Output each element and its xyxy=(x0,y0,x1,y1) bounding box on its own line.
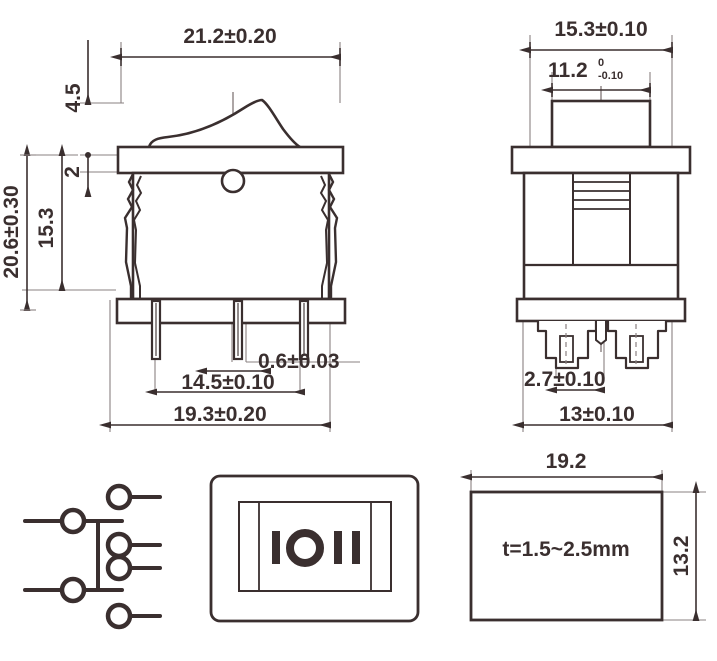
dim-body-height: 15.3 xyxy=(35,144,66,291)
dim-label-pin-offset: 2.7±0.10 xyxy=(524,368,606,391)
dim-label-pin-pitch: 14.5±0.10 xyxy=(181,371,274,394)
dim-label-bezel-thickness: 2 xyxy=(61,166,84,178)
face-view xyxy=(209,474,420,623)
terminal-lug-left-slot xyxy=(559,335,574,363)
dim-pin-pitch: 14.5±0.10 xyxy=(145,371,305,396)
mounting-barb-right xyxy=(327,173,339,299)
side-rocker-cap xyxy=(550,99,652,149)
dim-total-height: 20.6±0.30 xyxy=(0,144,36,311)
cutout-rectangle xyxy=(469,490,664,622)
dim-body-depth: 13±0.10 xyxy=(512,403,673,429)
dim-label-cutout-width: 19.2 xyxy=(546,450,587,473)
rocker-cap-profile xyxy=(147,98,302,149)
dim-label-body-width: 19.3±0.20 xyxy=(173,403,266,426)
dim-cutout-width: 19.2 xyxy=(460,450,663,481)
dim-label-width-overall: 21.2±0.20 xyxy=(183,25,276,48)
circuit-terminal-a2 xyxy=(59,576,87,604)
terminal-pins xyxy=(150,299,310,361)
dim-pin-width: 0.6±0.03 xyxy=(195,350,360,375)
marking-II-second xyxy=(352,531,360,564)
dim-bezel-thickness: 2 xyxy=(61,155,92,197)
circuit-terminals xyxy=(59,483,133,630)
dim-label-body-height: 15.3 xyxy=(35,208,58,249)
mounting-barb-left xyxy=(123,173,135,299)
dim-cutout-height: 13.2 xyxy=(670,481,700,621)
dim-pin-offset: 2.7±0.10 xyxy=(524,368,606,394)
dim-label-body-depth: 13±0.10 xyxy=(559,403,635,426)
pivot-circle xyxy=(220,168,246,194)
side-center-notch xyxy=(595,321,607,346)
marking-I xyxy=(272,531,280,564)
dim-label-cap-width-tol-lower: -0.10 xyxy=(598,70,623,82)
dim-body-width: 19.3±0.20 xyxy=(99,403,331,429)
circuit-terminal-b4 xyxy=(105,602,133,630)
circuit-schematic xyxy=(23,483,162,630)
dim-label-cap-width: 11.2 xyxy=(548,59,588,82)
circuit-wires xyxy=(23,495,162,618)
side-terminal-base xyxy=(515,297,687,323)
marking-O xyxy=(286,529,324,567)
side-switch-body xyxy=(522,171,680,301)
dim-label-cap-width-tol-upper: 0 xyxy=(598,57,604,69)
dim-label-cap-height: 4.5 xyxy=(62,83,85,113)
circuit-terminal-a1 xyxy=(59,507,87,535)
mounting-barb-left-inner xyxy=(132,175,143,299)
terminal-lug-right-slot xyxy=(629,335,644,363)
circuit-terminal-b2 xyxy=(105,531,133,559)
marking-II-first xyxy=(334,531,342,564)
dim-bezel-width: 15.3±0.10 xyxy=(519,18,673,58)
dim-label-total-height: 20.6±0.30 xyxy=(0,185,23,278)
dim-cap-width: 11.2 0 -0.10 xyxy=(541,57,651,97)
circuit-terminal-b3 xyxy=(105,554,133,582)
dim-width-overall: 21.2±0.20 xyxy=(110,25,341,66)
front-view: 21.2±0.20 4.5 2 15.3 20.6±0.30 xyxy=(0,25,360,432)
bezel-flange xyxy=(116,145,345,175)
circuit-terminal-b1 xyxy=(105,483,133,511)
dim-label-cutout-height: 13.2 xyxy=(670,536,693,577)
mounting-barb-right-inner xyxy=(319,175,330,299)
cutout-thickness-note: t=1.5~2.5mm xyxy=(502,538,629,561)
face-rocker-plate xyxy=(238,501,392,592)
side-bezel-flange xyxy=(510,145,692,175)
dim-label-bezel-width: 15.3±0.10 xyxy=(554,18,647,41)
dim-label-pin-width: 0.6±0.03 xyxy=(258,350,340,373)
panel-cutout-view: t=1.5~2.5mm 19.2 13.2 xyxy=(460,450,706,622)
side-view: 15.3±0.10 11.2 0 -0.10 2.7±0.10 13±0.10 xyxy=(510,18,692,432)
face-markings xyxy=(272,529,360,567)
side-rib-detail xyxy=(573,181,630,210)
